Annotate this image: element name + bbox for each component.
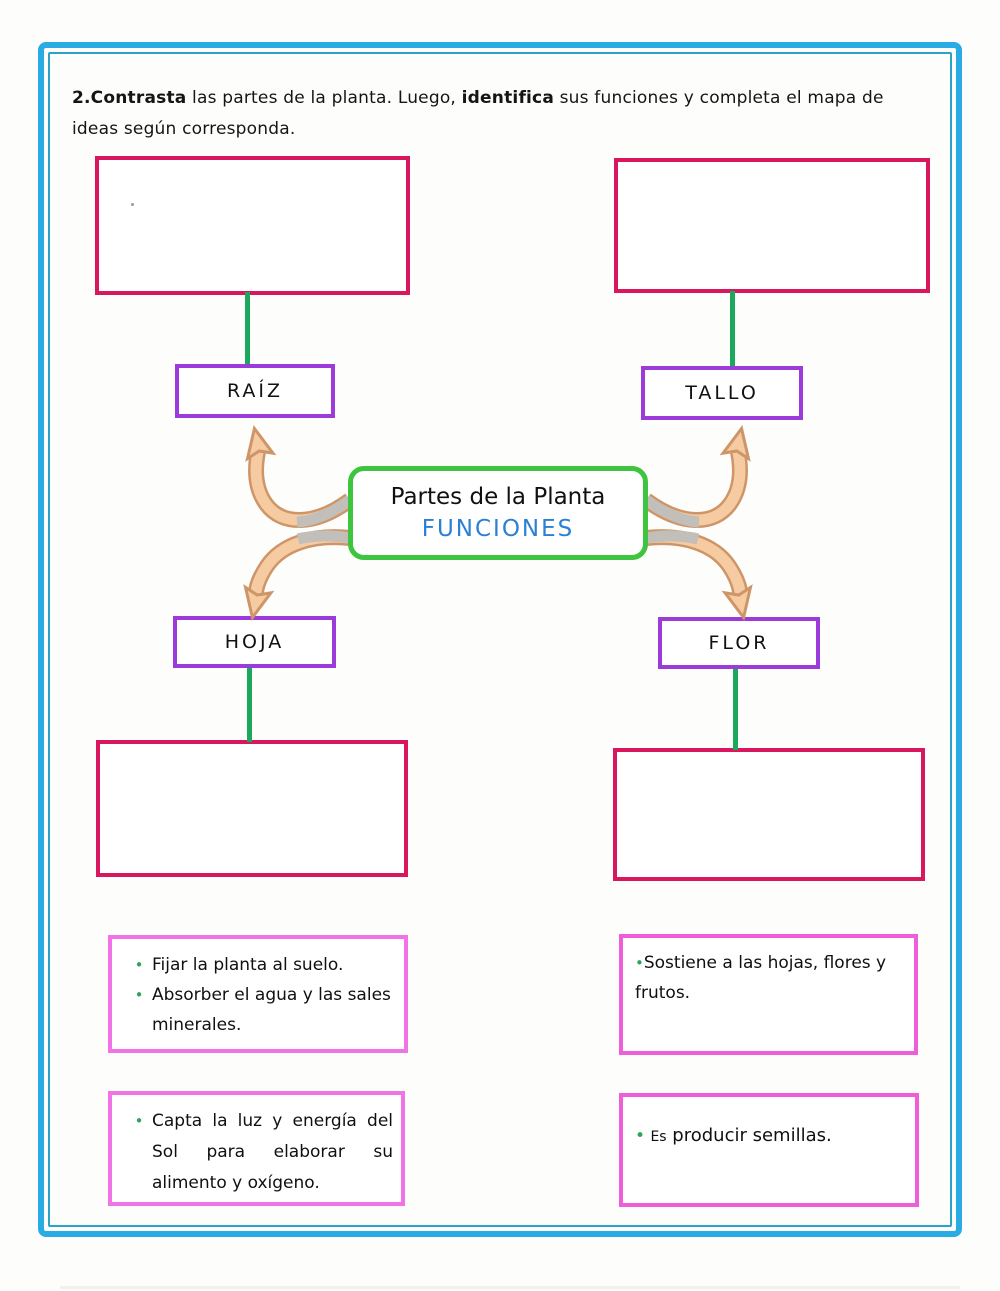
center-subtitle: FUNCIONES (421, 516, 575, 542)
part-label-raiz: RAÍZ (226, 380, 284, 402)
answer-raiz-item-1: Fijar la planta al suelo. (152, 955, 344, 975)
list-item: • Capta la luz y energía del Sol para el… (126, 1106, 393, 1199)
bullet-icon: • (635, 1126, 646, 1146)
part-box-flor: FLOR (658, 617, 820, 669)
answer-tallo-text: Sostiene a las hojas, flores y frutos. (635, 953, 887, 1003)
connector-raiz (245, 292, 250, 366)
part-label-tallo: TALLO (685, 382, 759, 404)
part-box-hoja: HOJA (173, 616, 336, 668)
stray-pen-mark (131, 203, 134, 206)
list-item: • Fijar la planta al suelo. (126, 950, 396, 980)
answer-hoja-text: Capta la luz y energía del Sol para elab… (152, 1111, 393, 1193)
instruction-bold-contrasta: 2.Contrasta (72, 88, 187, 108)
page-border-frame (38, 42, 962, 1237)
page-border-inner-line (48, 52, 952, 1227)
instruction-text: 2.Contrasta las partes de la planta. Lue… (72, 83, 924, 145)
part-box-raiz: RAÍZ (175, 364, 335, 418)
connector-flor (733, 667, 738, 750)
bullet-icon: • (134, 956, 144, 974)
next-page-edge (60, 1286, 960, 1289)
answer-box-flor: • Es producir semillas. (619, 1093, 919, 1207)
connector-hoja (247, 666, 252, 742)
bullet-icon: • (134, 1112, 144, 1130)
answer-raiz-item-2: Absorber el agua y las sales minerales. (152, 985, 391, 1035)
empty-box-flor[interactable] (613, 748, 925, 881)
bullet-icon: • (635, 954, 644, 972)
answer-box-hoja: • Capta la luz y energía del Sol para el… (108, 1091, 405, 1206)
instruction-segment-2: sus funciones y completa el mapa de idea… (72, 88, 884, 139)
empty-box-hoja[interactable] (96, 740, 408, 877)
answer-box-raiz: • Fijar la planta al suelo. • Absorber e… (108, 935, 408, 1053)
connector-tallo (730, 291, 735, 368)
part-label-flor: FLOR (708, 632, 770, 654)
instruction-bold-identifica: identifica (461, 88, 555, 108)
empty-box-raiz[interactable] (95, 156, 410, 295)
center-topic-box: Partes de la Planta FUNCIONES (348, 466, 648, 560)
answer-flor-text: producir semillas. (666, 1125, 832, 1146)
center-title: Partes de la Planta (390, 484, 606, 510)
instruction-segment-1: las partes de la planta. Luego, (186, 88, 462, 108)
answer-flor-prefix: Es (650, 1129, 667, 1145)
bullet-icon: • (134, 986, 144, 1004)
answer-box-tallo: •Sostiene a las hojas, flores y frutos. (619, 934, 918, 1055)
part-box-tallo: TALLO (641, 366, 803, 420)
empty-box-tallo[interactable] (614, 158, 930, 293)
list-item: • Absorber el agua y las sales minerales… (126, 980, 396, 1040)
part-label-hoja: HOJA (224, 631, 285, 653)
